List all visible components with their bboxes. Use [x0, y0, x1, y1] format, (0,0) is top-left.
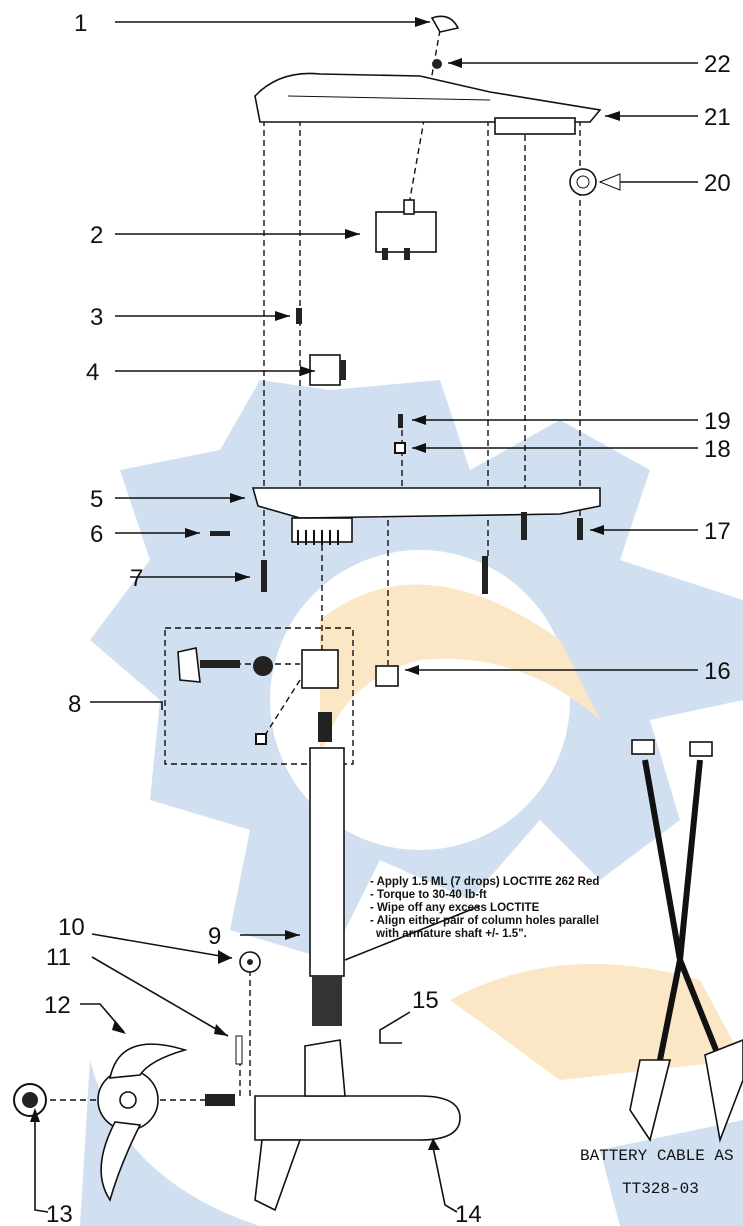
- callout-20: 20: [704, 170, 731, 197]
- callout-21: 21: [704, 104, 731, 131]
- part-switch: [375, 199, 437, 260]
- callout-7: 7: [130, 565, 143, 592]
- battery-cable-drawing: [629, 739, 743, 1143]
- part-pin-11: [235, 1035, 243, 1065]
- callout-8: 8: [68, 691, 81, 718]
- part-label-20: [569, 168, 597, 196]
- assembly-note: - Apply 1.5 ML (7 drops) LOCTITE 262 Red…: [370, 876, 599, 940]
- part-nut-16: [375, 665, 399, 687]
- callout-15: 15: [412, 987, 439, 1014]
- callout-4: 4: [86, 359, 99, 386]
- callout-13: 13: [46, 1201, 73, 1226]
- callout-6: 6: [90, 521, 103, 548]
- callout-10: 10: [58, 914, 85, 941]
- callout-19: 19: [704, 408, 731, 435]
- part-relay-4: [309, 354, 346, 386]
- callout-17: 17: [704, 518, 731, 545]
- part-clip-18: [394, 442, 406, 454]
- callout-5: 5: [90, 486, 103, 513]
- note-line-1: - Apply 1.5 ML (7 drops) LOCTITE 262 Red: [370, 876, 599, 888]
- part-top-cover: [254, 72, 602, 135]
- part-propeller-12: [97, 1043, 188, 1202]
- part-washer-10: [239, 951, 261, 973]
- part-knob: [430, 15, 460, 33]
- callout-16: 16: [704, 658, 731, 685]
- part-screw-3: [296, 308, 302, 324]
- part-clamp-8: [177, 647, 339, 745]
- part-screw-19: [398, 414, 403, 428]
- callout-3: 3: [90, 304, 103, 331]
- callout-numbers: 1 2 3 4 5 6 7 8 9 10 11 12 13 14 15 16 1…: [44, 10, 731, 1226]
- note-line-3: - Wipe off any excess LOCTITE: [370, 902, 540, 914]
- leader-arrow-icon: [30, 17, 621, 1150]
- part-motor-14: [205, 1039, 461, 1212]
- callout-11: 11: [46, 944, 71, 971]
- note-line-5: with armature shaft +/- 1.5".: [375, 928, 527, 940]
- callout-1: 1: [74, 10, 87, 37]
- part-shaft-9: [309, 712, 345, 1026]
- callout-18: 18: [704, 436, 731, 463]
- part-base-plate: [251, 487, 601, 545]
- note-line-4: - Align either pair of column holes para…: [370, 915, 599, 927]
- callout-14: 14: [455, 1201, 482, 1226]
- callout-9: 9: [208, 923, 221, 950]
- part-screws-17-7: [210, 512, 583, 594]
- battery-cable-title: BATTERY CABLE AS: [580, 1147, 734, 1165]
- callout-22: 22: [704, 51, 731, 78]
- part-nut-13: [13, 1083, 47, 1117]
- part-nut-22: [432, 59, 442, 69]
- callout-12: 12: [44, 992, 71, 1019]
- battery-cable-code: TT328-03: [622, 1180, 699, 1198]
- note-line-2: - Torque to 30-40 lb-ft: [370, 889, 487, 901]
- battery-cable-label: BATTERY CABLE AS TT328-03: [580, 1147, 734, 1198]
- callout-2: 2: [90, 222, 103, 249]
